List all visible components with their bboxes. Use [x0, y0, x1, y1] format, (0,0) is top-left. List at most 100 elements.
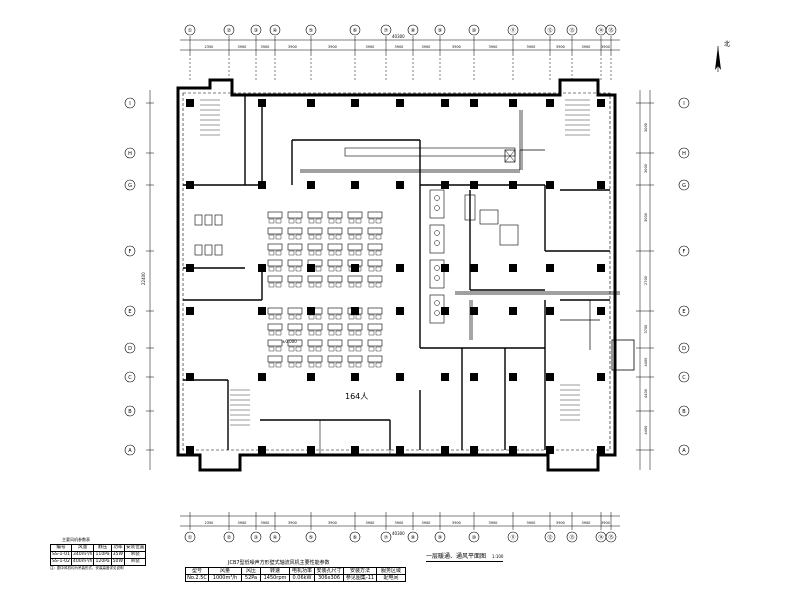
right-dim-text: 4400: [644, 426, 648, 435]
dining-chair: [295, 234, 302, 240]
column-bubble: [507, 531, 519, 543]
column-bubble-label: ⑪: [510, 534, 515, 541]
column-bubble: [269, 24, 281, 36]
dining-chair: [308, 282, 315, 288]
side-th: 安装位置: [124, 544, 147, 552]
row-bubble: [124, 97, 136, 109]
dining-table: [347, 227, 363, 235]
column-bubble: [407, 24, 419, 36]
column: [307, 373, 315, 381]
entrance-bay: [319, 419, 391, 456]
dining-table: [307, 275, 323, 283]
dining-chair: [355, 234, 362, 240]
column: [396, 373, 404, 381]
column: [597, 446, 605, 454]
row-bubble: [678, 179, 690, 191]
dining-chair: [375, 314, 382, 320]
column-bubble: [566, 24, 578, 36]
column: [258, 99, 266, 107]
column-bubble: [380, 24, 392, 36]
column: [396, 99, 404, 107]
dining-chair: [348, 346, 355, 352]
dining-table: [327, 307, 343, 315]
interior-layout: [194, 99, 635, 456]
column: [351, 373, 359, 381]
column-bubble-label: ⑫: [547, 27, 552, 34]
dining-table: [307, 323, 323, 331]
dining-chair: [335, 234, 342, 240]
dining-chair: [328, 250, 335, 256]
dining-table: [307, 227, 323, 235]
dining-chair: [295, 266, 302, 272]
row-bubble: [124, 245, 136, 257]
top-dim-text: 3900: [238, 45, 247, 49]
dining-table: [307, 243, 323, 251]
main-th: 电机功率: [289, 567, 315, 575]
dining-chair: [348, 282, 355, 288]
column-bubble-label: ①: [188, 28, 193, 34]
side-fan-table: 编号 风量 静压 功率 安装位置 SS-1-01 340m³/h 110Pa 3…: [50, 544, 147, 566]
dining-chair: [328, 314, 335, 320]
top-dim-text: 3900: [601, 45, 610, 49]
dining-table: [307, 211, 323, 219]
dining-chair: [288, 314, 295, 320]
side-table-note: 注：图中风机均为吊装形式，安装高度详见说明: [50, 566, 124, 570]
dining-table: [287, 227, 303, 235]
main-fan-table: 型号 风量 风压 转速 电机功率 安装孔尺寸 安装方法 服务区域 No.2.5C…: [185, 567, 406, 582]
dining-chair: [308, 234, 315, 240]
column-bubble: [468, 531, 480, 543]
column-bubble-label: ⑮: [608, 27, 613, 34]
top-dim-text: 3900: [395, 45, 404, 49]
dining-chair: [348, 362, 355, 368]
dining-chair: [375, 266, 382, 272]
column: [509, 264, 517, 272]
dining-chair: [335, 250, 342, 256]
dining-chair: [368, 266, 375, 272]
elevation-mark: ±0.000: [282, 339, 297, 344]
side-td: SS-1-01: [50, 551, 72, 559]
dining-chair: [275, 266, 282, 272]
row-bubble: [678, 147, 690, 159]
column-bubble: [544, 24, 556, 36]
column: [258, 181, 266, 189]
row-bubble-label: B: [682, 409, 686, 415]
row-bubble: [678, 444, 690, 456]
main-td: 参见图集-11: [343, 574, 377, 582]
dining-chair: [335, 362, 342, 368]
toilet-stall: [194, 214, 203, 226]
drawing-scale: 1:100: [491, 554, 504, 559]
column-bubble-label: ⑨: [438, 535, 442, 541]
dining-chair: [368, 282, 375, 288]
right-dim-text: 3000: [644, 213, 648, 222]
dining-chair: [308, 266, 315, 272]
dining-chair: [375, 362, 382, 368]
main-th: 风压: [241, 567, 261, 575]
column-bubble: [184, 531, 196, 543]
burner: [434, 205, 440, 211]
dining-chair: [268, 314, 275, 320]
row-bubble: [124, 342, 136, 354]
column: [258, 307, 266, 315]
side-table-row: SS-1-01 340m³/h 110Pa 35W 吊装: [50, 551, 147, 559]
dining-table: [327, 259, 343, 267]
main-th: 转速: [260, 567, 290, 575]
dining-table: [307, 259, 323, 267]
dining-chair: [375, 250, 382, 256]
dining-table: [367, 243, 383, 251]
dining-chair: [275, 362, 282, 368]
column: [470, 181, 478, 189]
dining-table: [347, 211, 363, 219]
column-bubble: [605, 531, 617, 543]
column: [186, 99, 194, 107]
dining-chair: [288, 330, 295, 336]
column-bubble-label: ⑥: [353, 28, 358, 34]
dining-chair: [275, 218, 282, 224]
top-dim-text: 3900: [556, 45, 565, 49]
dining-chair: [295, 218, 302, 224]
column-bubble-label: ⑪: [510, 27, 515, 34]
dining-table: [287, 339, 303, 347]
column-bubble-label: ⑬: [569, 27, 574, 34]
structural-columns: [186, 99, 605, 454]
dining-table: [327, 355, 343, 363]
column: [186, 181, 194, 189]
